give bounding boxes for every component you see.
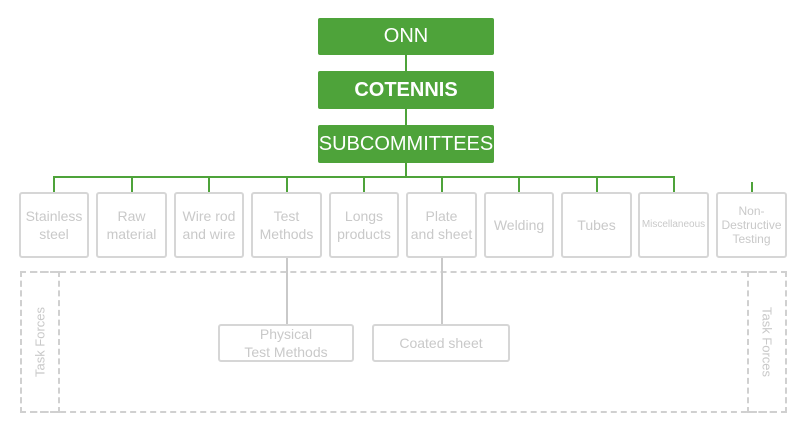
connector-test-methods: [286, 258, 288, 324]
drop-3: [208, 176, 210, 192]
group-box-miscellaneous: Miscellaneous: [638, 192, 709, 258]
group-box-plate-and-sheet: Plate and sheet: [406, 192, 477, 258]
group-box-stainless-steel: Stainless steel: [19, 192, 89, 258]
onn-label: ONN: [383, 25, 429, 47]
group-box-test-methods: Test Methods: [251, 192, 322, 258]
group-box-longs-products: Longs products: [329, 192, 399, 258]
group-box-wire-rod: Wire rod and wire: [174, 192, 244, 258]
task-force-physical-test-methods: Physical Test Methods: [218, 324, 354, 362]
connector-onn-cotennis: [405, 55, 407, 71]
drop-8: [596, 176, 598, 192]
connector-cotennis-subcommittees: [405, 109, 407, 125]
connector-plate-sheet: [441, 258, 443, 324]
drop-6: [441, 176, 443, 192]
onn-box: ONN: [318, 18, 494, 55]
subcommittees-box: SUBCOMMITTEES: [318, 125, 494, 163]
drop-5: [363, 176, 365, 192]
drop-1: [53, 176, 55, 192]
group-label: Raw material: [106, 208, 157, 242]
group-label: Test Methods: [259, 208, 314, 242]
group-label: Non- Destructive Testing: [721, 204, 782, 246]
connector-subcommittees-bus: [405, 163, 407, 177]
group-label: Longs products: [337, 208, 391, 242]
group-label: Wire rod and wire: [182, 208, 236, 242]
drop-2: [131, 176, 133, 192]
group-label: Plate and sheet: [410, 208, 473, 242]
group-box-welding: Welding: [484, 192, 554, 258]
task-forces-label-right: Task Forces: [759, 306, 775, 378]
task-forces-left-panel: [20, 271, 60, 413]
cotennis-box: COTENNIS: [318, 71, 494, 109]
task-force-label: Physical Test Methods: [244, 326, 328, 360]
group-box-tubes: Tubes: [561, 192, 632, 258]
group-label: Stainless steel: [25, 208, 83, 242]
group-box-raw-material: Raw material: [96, 192, 167, 258]
subcommittees-label: SUBCOMMITTEES: [318, 132, 494, 155]
task-force-label: Coated sheet: [399, 335, 483, 351]
drop-10: [751, 182, 753, 192]
group-label: Miscellaneous: [641, 219, 706, 230]
task-force-coated-sheet: Coated sheet: [372, 324, 510, 362]
group-label: Tubes: [577, 217, 616, 233]
drop-4: [286, 176, 288, 192]
task-forces-label-left: Task Forces: [32, 306, 48, 378]
cotennis-label: COTENNIS: [354, 78, 458, 101]
task-forces-right-panel: [747, 271, 787, 413]
group-box-ndt: Non- Destructive Testing: [716, 192, 787, 258]
drop-7: [518, 176, 520, 192]
group-label: Welding: [493, 217, 545, 233]
drop-9: [673, 176, 675, 192]
